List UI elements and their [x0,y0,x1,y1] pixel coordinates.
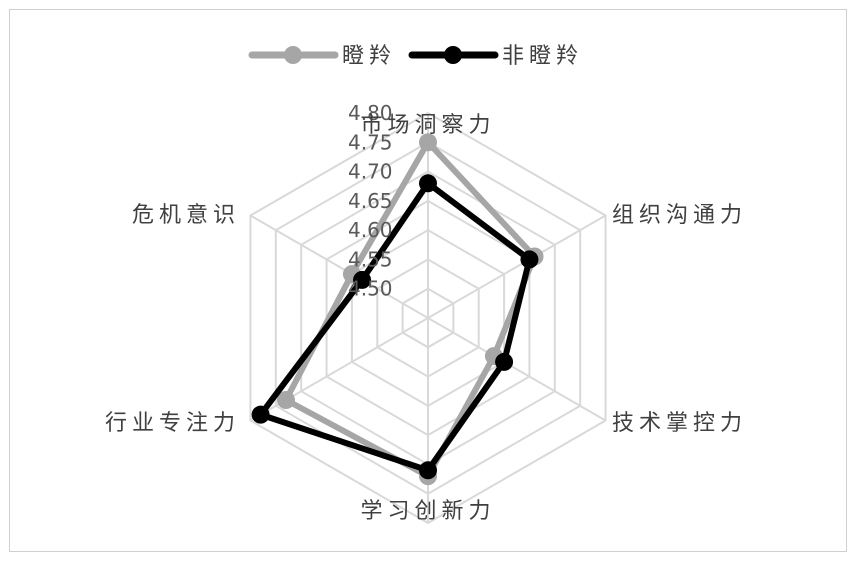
legend-item-1: 非瞪羚 [408,44,583,69]
axis-label-2: 技术掌控力 [612,411,747,436]
series-layer [251,133,544,486]
grid-spoke-2 [427,317,607,422]
axis-label-4: 行业专注力 [105,411,240,436]
radial-tick-labels: 4.50 4.55 4.60 4.65 4.70 4.75 4.80 [348,101,393,301]
tick-label-3: 4.65 [348,189,393,213]
tick-label-5: 4.75 [348,130,393,154]
series-1 [251,174,539,480]
legend: 瞪羚 非瞪羚 [248,44,583,69]
tick-label-0: 4.50 [348,277,393,301]
axis-label-5: 危机意识 [132,203,240,228]
grid-spoke-4 [249,317,429,422]
legend-label-1: 非瞪羚 [502,44,583,69]
radar-grid [249,111,607,525]
axis-label-1: 组织沟通力 [612,203,747,228]
grid-spoke-1 [427,214,607,319]
series-1-point-5 [353,270,372,289]
series-line-0 [282,139,538,480]
tick-label-6: 4.80 [348,101,393,125]
legend-marker-1 [444,46,462,64]
legend-item-0: 瞪羚 [248,44,396,69]
series-1-point-2 [495,352,514,371]
grid-spoke-5 [249,214,429,319]
series-0-point-0 [419,133,437,152]
axis-label-3: 学习创新力 [360,499,495,524]
legend-marker-0 [284,46,302,64]
axis-label-0: 市场洞察力 [360,113,495,138]
series-1-point-1 [520,250,539,269]
legend-label-0: 瞪羚 [342,44,396,69]
axis-labels: 市场洞察力 组织沟通力 技术掌控力 学习创新力 行业专注力 危机意识 [105,113,747,524]
series-1-point-3 [419,461,437,480]
series-1-point-0 [419,174,437,193]
series-0-point-4 [276,391,295,409]
series-1-point-4 [251,405,270,424]
tick-label-1: 4.55 [348,247,393,271]
tick-label-2: 4.60 [348,218,393,242]
tick-label-4: 4.70 [348,160,393,184]
